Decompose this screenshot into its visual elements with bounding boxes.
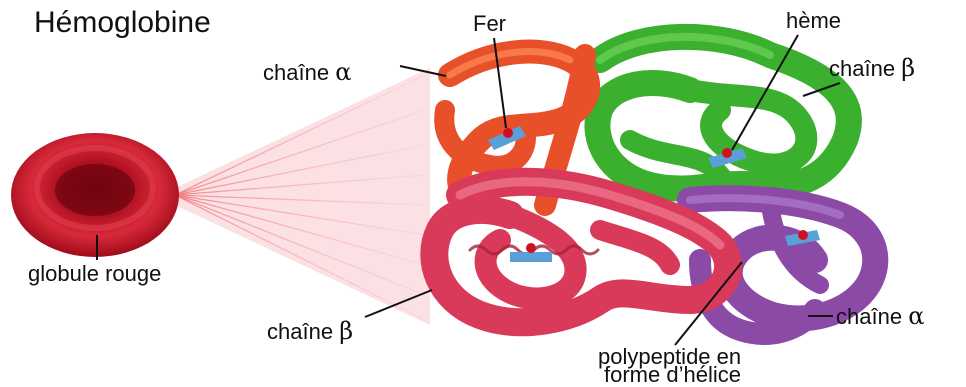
label-beta-top-text: chaîne: [829, 56, 895, 81]
label-beta-bottom-symbol: β: [339, 317, 353, 345]
ray-cone: [175, 68, 430, 325]
label-alpha-top-symbol: α: [335, 58, 351, 86]
beta-chain-top: [597, 37, 848, 200]
label-beta-top: chaîne β: [829, 56, 915, 80]
label-beta-bottom: chaîne β: [267, 319, 353, 343]
label-alpha-bottom: chaîne α: [836, 304, 924, 328]
label-alpha-top-text: chaîne: [263, 60, 329, 85]
diagram-title: Hémoglobine: [34, 8, 211, 38]
label-alpha-bottom-text: chaîne: [836, 304, 902, 329]
label-red-cell: globule rouge: [28, 263, 161, 285]
label-alpha-bottom-symbol: α: [908, 302, 924, 330]
label-fer: Fer: [473, 13, 506, 35]
label-beta-top-symbol: β: [901, 54, 915, 82]
label-beta-bottom-text: chaîne: [267, 319, 333, 344]
label-polypeptide-line2: forme d’hélice: [604, 364, 741, 386]
red-blood-cell: [11, 133, 179, 257]
label-alpha-top: chaîne α: [263, 60, 351, 84]
label-heme: hème: [786, 10, 841, 32]
